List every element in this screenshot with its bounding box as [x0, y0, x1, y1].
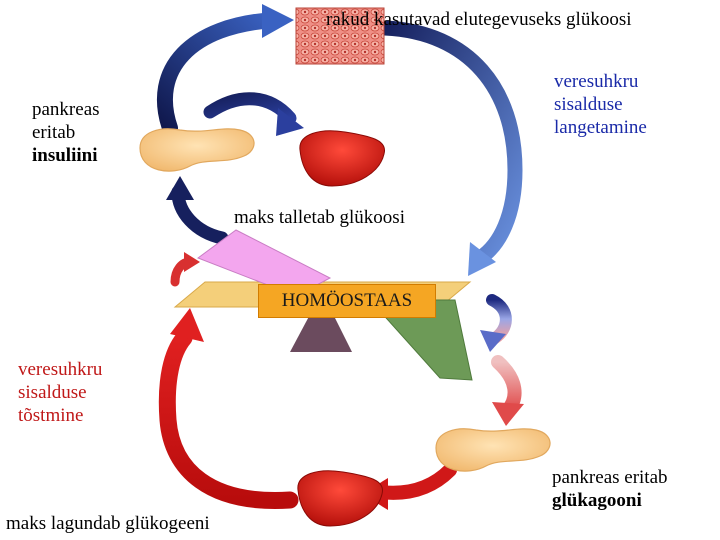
- liver-store-label: maks talletab glükoosi: [234, 207, 405, 228]
- liver-icon: [297, 470, 383, 527]
- pancreas-glucagon-line1: pankreas eritab: [552, 467, 668, 488]
- arrow-liver-to-seesaw: [158, 308, 299, 509]
- pancreas-icon: [139, 128, 255, 172]
- arrow-to-pancreas-glucagon: [491, 355, 524, 426]
- pancreas-glucagon-label: pankreas eritab glükagooni: [552, 466, 668, 512]
- arrow-pancreas-to-liver: [203, 92, 304, 136]
- muscle-tissue-icon: [295, 7, 385, 65]
- arrow-seesaw-to-pancreas: [166, 176, 229, 245]
- pancreas-insulin-line1: pankreas: [32, 99, 100, 120]
- homeostasis-box: HOMÖOSTAAS: [258, 284, 436, 318]
- pancreas-icon: [435, 428, 551, 472]
- arrow-homeostasis-to-pancreas2: [480, 294, 512, 352]
- arrow-pancreas-to-tissue: [157, 4, 294, 136]
- pancreas-insulin-label: pankreas eritab insuliini: [32, 98, 100, 167]
- pancreas-insulin-hormone: insuliini: [32, 145, 98, 166]
- liver-icon: [299, 130, 385, 187]
- pancreas-insulin-line2: eritab: [32, 122, 76, 143]
- pancreas-glucagon-hormone: glükagooni: [552, 490, 642, 511]
- increase-label: veresuhkru sisalduse tõstmine: [18, 359, 103, 426]
- decrease-label: veresuhkru sisalduse langetamine: [554, 71, 647, 138]
- arrow-seesaw-up: [170, 252, 200, 287]
- liver-break-label: maks lagundab glükogeeni: [6, 513, 210, 534]
- tissue-label: rakud kasutavad elutegevuseks glükoosi: [326, 9, 632, 30]
- arrow-tissue-to-homeostasis: [377, 20, 523, 276]
